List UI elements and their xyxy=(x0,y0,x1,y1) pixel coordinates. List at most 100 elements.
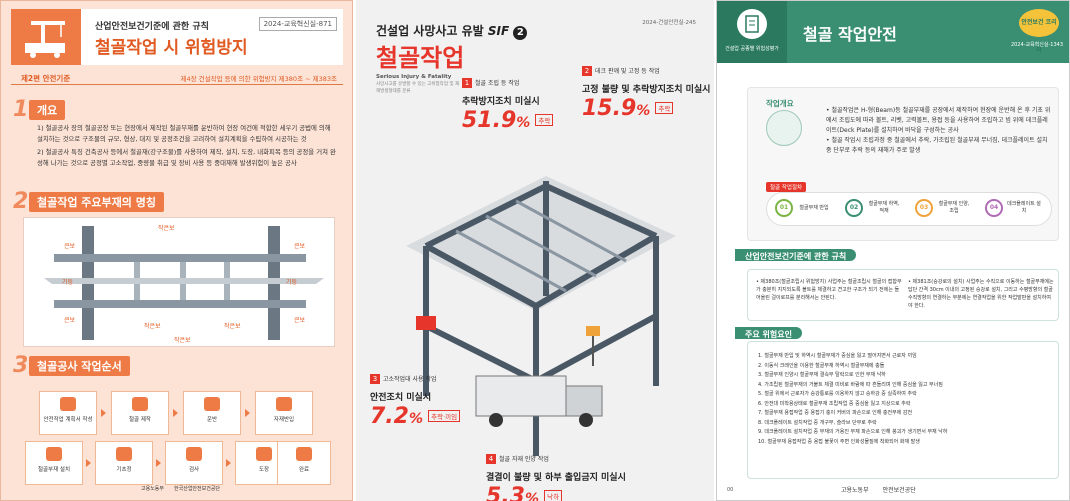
stat-number: 1 xyxy=(462,78,472,88)
doc-code: 2024-교육혁신실-1343 xyxy=(1010,42,1063,48)
poster-title: 철골작업 xyxy=(376,44,465,72)
source-note: Serious Injury & Fatality 사망사고를 유발할 수 있는… xyxy=(376,74,462,95)
step-label: 운반 xyxy=(206,417,218,423)
diagram-label: 큰보 xyxy=(64,317,76,324)
stat-big: 고정 불량 및 추락방지조치 미실시 xyxy=(582,85,711,95)
rules-heading: 산업안전보건기준에 관한 규칙 xyxy=(735,249,857,261)
kosha-logo: 한국산업안전보건공단 xyxy=(174,486,221,492)
step-circle: 01 xyxy=(775,199,793,217)
section-3-heading: 3 철골공사 작업순서 xyxy=(13,353,130,378)
risks-box: 1. 철골부재 반입 및 하역시 철골부재가 중심을 잃고 떨어지면서 근로자 … xyxy=(747,341,1059,479)
safety-korea-logo: 안전보건 코리아 xyxy=(1019,9,1059,54)
ministry-logo: 고용노동부 xyxy=(841,487,869,494)
section-1-heading: 1 개요 xyxy=(13,97,66,122)
doc-code: 2024-건설안전실-245 xyxy=(642,20,696,26)
step-card: 안전작업 계획서 작성 xyxy=(39,391,97,435)
sif-number: 2 xyxy=(513,26,528,40)
header-subtitle: 산업안전보건기준에 관한 규칙 xyxy=(95,22,209,32)
source-title: Serious Injury & Fatality xyxy=(376,74,452,80)
list-item: 7. 철골부재 용접작업 중 용접기 충이 커버의 파손으로 인해 충전부에 감… xyxy=(758,410,913,416)
header-title: 철골작업 시 위험방지 xyxy=(95,38,248,58)
truck-icon xyxy=(204,397,220,411)
header: 건설업 공종별 위험성평가 철골 작업안전 안전보건 코리아 2024-교육혁신… xyxy=(717,1,1069,63)
step-label: 완료 xyxy=(298,467,310,473)
arrow-icon xyxy=(156,459,161,467)
inspector-icon xyxy=(186,447,202,461)
kicker-text: 건설업 사망사고 유발 xyxy=(376,24,484,38)
steel-member-diagram: 작은보 큰보 큰보 큰보 큰보 기둥 기둥 작은보 작은보 작은보 xyxy=(23,217,335,347)
page-number: 00 xyxy=(727,487,734,493)
step-label: 철골부재 반입 xyxy=(799,204,829,211)
header-title: 철골 작업안전 xyxy=(803,25,897,44)
stat-small: 데크 판깨 및 고정 등 작업 xyxy=(595,68,660,75)
section-label: 개요 xyxy=(29,99,66,120)
step-card: 철골 제작 xyxy=(111,391,169,435)
doc-code: 2024-교육혁신실-871 xyxy=(258,17,337,31)
diagram-svg: 작은보 큰보 큰보 큰보 큰보 기둥 기둥 작은보 작은보 작은보 xyxy=(44,225,324,344)
rule-item: 제381조(승강로의 설치) 사업주는 수직으로 이동하는 철골부재에는 답단 … xyxy=(908,279,1054,309)
step-circle: 02 xyxy=(845,199,863,217)
rule-text: • 제381조(승강로의 설치) 사업주는 수직으로 이동하는 철골부재에는 답… xyxy=(908,279,1054,309)
stat-big: 결결이 불량 및 하부 출입금지 미실시 xyxy=(486,473,626,483)
risks-heading: 주요 위험요인 xyxy=(735,327,802,339)
stat-tag: 추락·끼임 xyxy=(428,410,461,422)
step-label: 도장 xyxy=(258,467,270,473)
step-card: 철골부재 설치 xyxy=(25,441,83,485)
stat-unit: % xyxy=(408,411,424,427)
plan-icon xyxy=(60,397,76,411)
source-text: 사망사고를 유발할 수 있는 고위험작업 및 재해발생형태를 분류 xyxy=(376,82,460,94)
step-card: 자재반입 xyxy=(255,391,313,435)
kosha-logo: 안전보건공단 xyxy=(882,487,916,494)
foundation-icon xyxy=(116,447,132,461)
stat-small: 고소작업대 사용 작업 xyxy=(383,376,437,383)
chapter-left: 제2편 안전기준 xyxy=(21,74,71,83)
list-item: 1. 철골부재 반입 및 하역시 철골부재가 중심을 잃고 떨어지면서 근로자 … xyxy=(758,353,917,359)
crane-icon xyxy=(11,9,81,65)
diagram-label: 큰보 xyxy=(64,243,76,250)
fabrication-icon xyxy=(132,397,148,411)
step-label: 자재반입 xyxy=(273,417,295,423)
stat-big: 추락방지조치 미실시 xyxy=(462,97,540,107)
arrow-icon xyxy=(173,409,178,417)
stat-pct: 5.3 xyxy=(486,484,525,501)
list-item: 4. 가조립된 철골부재의 거불트 체결 미비로 바람에 따 흔들리며 인해 중… xyxy=(758,381,943,388)
stat-big: 안전조치 미실시 xyxy=(370,393,432,403)
arrow-icon xyxy=(101,409,106,417)
stat-small: 철골 조립 등 작업 xyxy=(475,80,520,87)
stat-number: 4 xyxy=(486,454,496,464)
stat-unit: % xyxy=(524,491,540,501)
arrow-icon xyxy=(86,459,91,467)
sif-label: SIF xyxy=(487,24,510,38)
risk-list: 1. 철골부재 반입 및 하역시 철골부재가 중심을 잃고 떨어지면서 근로자 … xyxy=(758,352,1054,447)
diagram-label: 작은보 xyxy=(224,323,241,330)
footer: 고용노동부 안전보건공단 xyxy=(841,485,916,494)
rule-text: • 제380조(철골조립시 위험방지) 사업주는 철골조립시 철골의 접합부가 … xyxy=(756,279,902,301)
stat-tag: 낙하 xyxy=(544,490,563,501)
section-number: 3 xyxy=(13,353,29,378)
section-2-heading: 2 철골작업 주요부재의 명칭 xyxy=(13,189,164,214)
poster-right: 건설업 공종별 위험성평가 철골 작업안전 안전보건 코리아 2024-교육혁신… xyxy=(716,0,1070,501)
paragraph-1: 1) 철골공사 장의 철골공장 또는 현장에서 제작된 철골부재를 운반하여 현… xyxy=(37,124,331,143)
section-number: 1 xyxy=(13,97,29,122)
material-icon xyxy=(276,397,292,411)
section-label: 철골작업 주요부재의 명칭 xyxy=(29,191,164,212)
poster-left: 산업안전보건기준에 관한 규칙 철골작업 시 위험방지 2024-교육혁신실-8… xyxy=(0,0,353,501)
stat-pct: 7.2 xyxy=(370,404,409,429)
section-label: 철골공사 작업순서 xyxy=(29,355,130,376)
diagram-label: 작은보 xyxy=(158,225,175,232)
step-label: 검사 xyxy=(188,467,200,473)
chapter-right: 제4장 건설작업 등에 의한 위험방지 제380조 ~ 제383조 xyxy=(180,75,338,83)
list-item: 2. 이동식 크레인을 이용한 철골부재 하역시 철골부재에 충돌 xyxy=(758,362,885,369)
stat-pct: 15.9 xyxy=(582,96,637,121)
header-small: 건설업 공종별 위험성평가 xyxy=(725,46,779,52)
list-item: 6. 안전대 미착용상태로 철골부재 조립작업 중 중심을 잃고 지상으로 추락 xyxy=(758,400,911,407)
step-label: 철골부재 인양, 조립 xyxy=(938,201,970,214)
step-label: 안전작업 계획서 작성 xyxy=(43,417,93,423)
